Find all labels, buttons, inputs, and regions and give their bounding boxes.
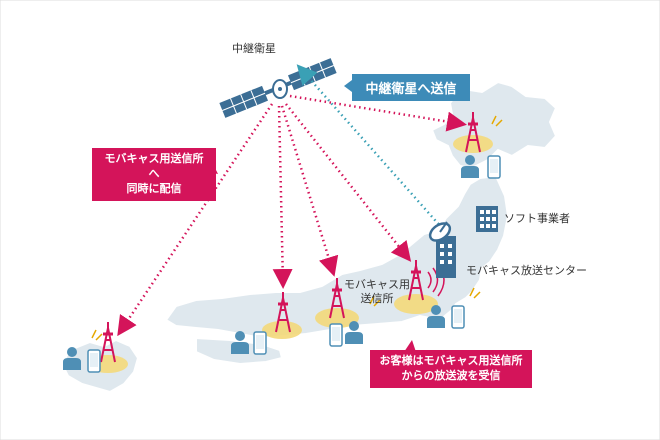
transmitter-label-line2: 送信所 (360, 291, 394, 305)
uplink-callout: 中継衛星へ送信 (352, 74, 470, 101)
transmitter-label: モバキャス用 送信所 (344, 278, 410, 306)
software-operator-icon (476, 206, 498, 232)
reception-callout: お客様はモバキャス用送信所 からの放送波を受信 (370, 350, 532, 388)
reception-callout-pointer (404, 340, 416, 352)
distribution-callout-line1: モバキャス用送信所へ (104, 152, 204, 180)
distribution-callout: モバキャス用送信所へ 同時に配信 (92, 148, 216, 201)
broadcast-center-label: モバキャス放送センター (466, 264, 587, 277)
distribution-callout-line2: 同時に配信 (126, 181, 182, 195)
reception-callout-line1: お客様はモバキャス用送信所 (379, 354, 523, 367)
broadcast-center-icon (428, 221, 456, 278)
software-operator-label: ソフト事業者 (504, 212, 570, 225)
satellite-label: 中継衛星 (232, 42, 276, 55)
transmitter-label-line1: モバキャス用 (344, 278, 410, 291)
distribution-arrows (117, 94, 467, 337)
uplink-path (296, 64, 443, 229)
signal-sparks (91, 115, 503, 341)
uplink-callout-pointer (344, 80, 352, 92)
reception-callout-line2: からの放送波を受信 (401, 368, 501, 382)
coverage-areas (88, 135, 493, 373)
